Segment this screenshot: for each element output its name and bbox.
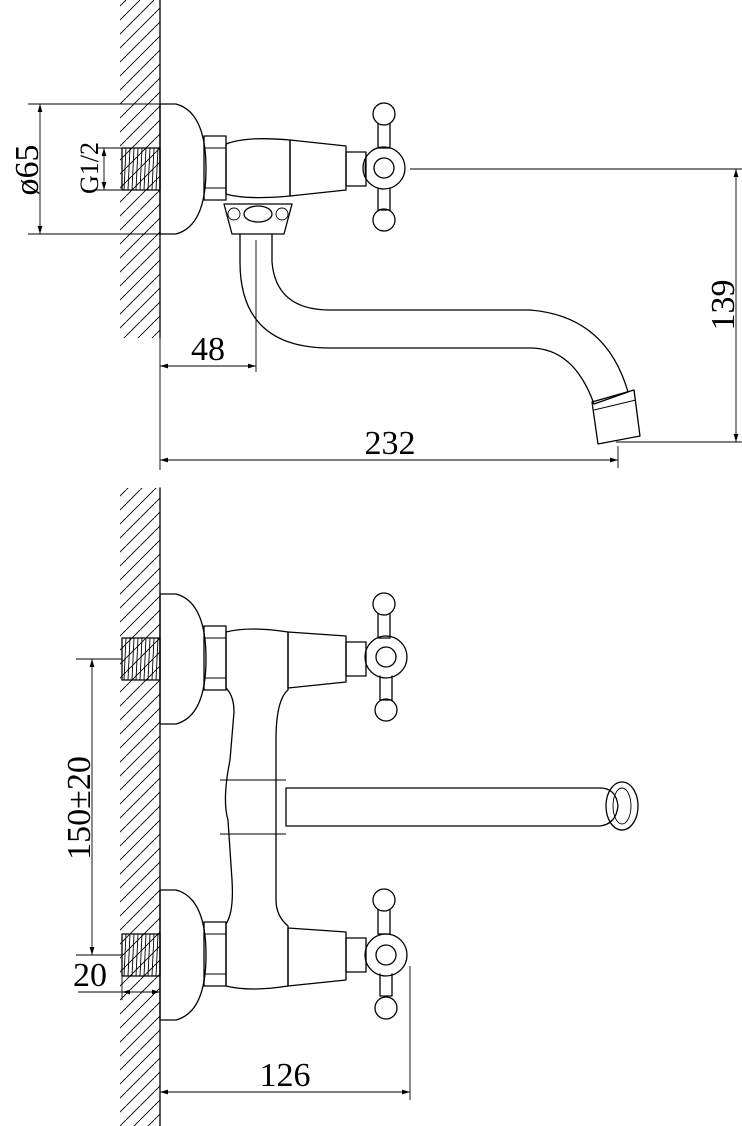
- valve-bonnet: [289, 139, 347, 197]
- aerator-front: [605, 781, 639, 831]
- thread-length-label: 20: [73, 957, 107, 994]
- spout: [239, 233, 629, 405]
- valve-bonnet-lower: [287, 927, 347, 987]
- aerator: [591, 389, 641, 445]
- spout-reach-label: 232: [365, 425, 416, 462]
- flange-lower: [159, 889, 207, 1021]
- thread-lines: [123, 147, 159, 191]
- thread-lines: [123, 637, 159, 681]
- spindle: [345, 151, 367, 187]
- spout-collar: [223, 203, 293, 235]
- spout-height-label: 139: [705, 280, 742, 331]
- nut-upper: [203, 625, 227, 691]
- side-view: ø65 G1/2 139 48 232: [9, 0, 742, 470]
- inlet-spacing-label: 150±20: [61, 756, 98, 860]
- flange-upper: [159, 593, 207, 725]
- body-front: [224, 628, 289, 990]
- valve-bonnet-upper: [287, 631, 347, 689]
- spout-front: [285, 787, 619, 827]
- thread-size-label: G1/2: [75, 142, 104, 194]
- wall-hatch-front: [120, 487, 161, 1126]
- front-view: 150±20 20 126: [61, 487, 639, 1126]
- nut-lower: [203, 921, 227, 987]
- nut: [203, 135, 227, 201]
- cross-handle-top: [362, 102, 406, 232]
- wall-hatch: [120, 0, 161, 339]
- cross-handle-upper: [364, 592, 408, 722]
- thread-lines: [123, 933, 159, 977]
- inlet-offset-label: 48: [191, 331, 225, 368]
- flange-diameter-label: ø65: [9, 145, 46, 196]
- flange: [159, 103, 207, 235]
- handle-projection-label: 126: [260, 1057, 311, 1094]
- cross-handle-lower: [364, 888, 408, 1020]
- body: [225, 138, 291, 199]
